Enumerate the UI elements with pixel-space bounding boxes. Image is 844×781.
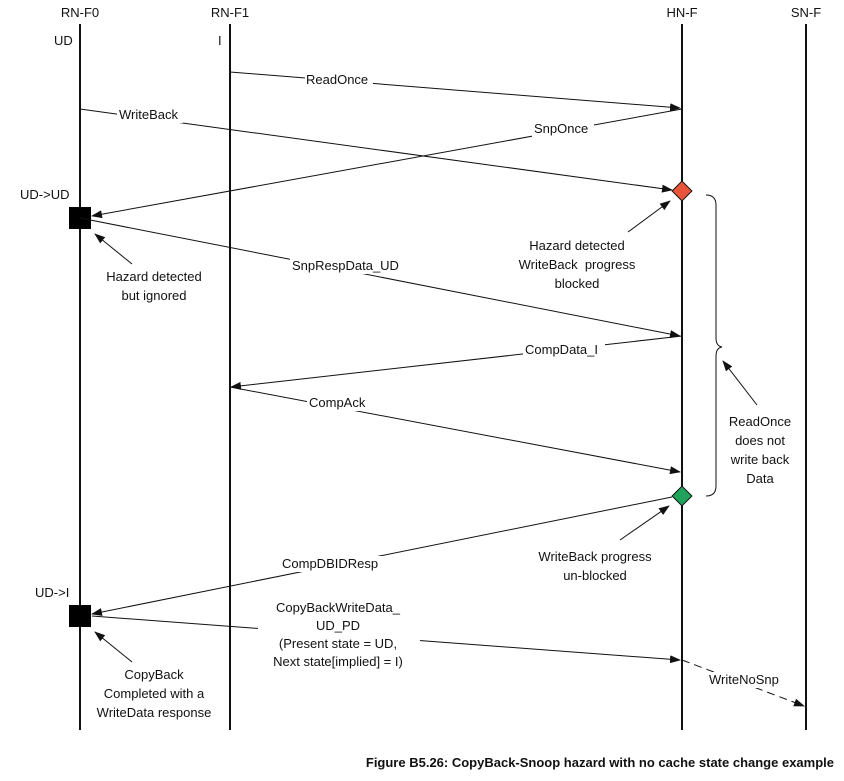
annotation-hazard-ignored-line1: Hazard detected: [106, 269, 201, 284]
message-copyback-label-line1: CopyBackWriteData_: [276, 600, 401, 615]
message-snponce-label: SnpOnce: [534, 121, 588, 136]
message-writeback-label: WriteBack: [119, 107, 178, 122]
hazard-blocked-diamond: [671, 180, 693, 202]
message-readonce-arrow: [229, 71, 681, 112]
annotation-unblocked-line2: un-blocked: [563, 568, 627, 583]
message-compack-arrow: [229, 386, 681, 475]
message-writenosnp-label: WriteNoSnp: [709, 672, 779, 687]
unblocked-pointer: [619, 505, 670, 541]
annotation-readonce-line4: Data: [746, 471, 774, 486]
annotation-copyback-line3: WriteData response: [97, 705, 212, 720]
initial-state-rnf0: UD: [54, 33, 73, 48]
hazard-unblocked-diamond: [671, 485, 693, 507]
hazard-ignored-pointer: [94, 233, 133, 265]
message-compdata-arrow: [230, 335, 683, 390]
message-snprespdata-arrow: [79, 217, 681, 338]
lifeline-label-rnf1: RN-F1: [211, 5, 249, 20]
initial-state-rnf1: I: [218, 33, 222, 48]
message-copyback-label-line2: UD_PD: [316, 618, 360, 633]
state-change-ud-ud: UD->UD: [20, 187, 69, 202]
figure-caption: Figure B5.26: CopyBack-Snoop hazard with…: [366, 755, 834, 770]
annotation-readonce-line3: write back: [730, 452, 790, 467]
copyback-pointer: [94, 631, 133, 663]
annotation-readonce-line1: ReadOnce: [729, 414, 791, 429]
annotation-unblocked-line1: WriteBack progress: [538, 549, 652, 564]
annotation-copyback-line2: Completed with a: [104, 686, 205, 701]
annotation-hazard-ignored-line2: but ignored: [121, 288, 186, 303]
message-compdbidresp-label: CompDBIDResp: [282, 556, 378, 571]
message-compdbidresp-arrow: [91, 496, 673, 616]
message-copyback-label-line3: (Present state = UD,: [279, 636, 397, 651]
readonce-brace: [705, 194, 723, 497]
state-change-box-2: [69, 605, 91, 627]
annotation-hazard-blocked-line2: WriteBack progress: [519, 257, 636, 272]
annotation-readonce-line2: does not: [735, 433, 785, 448]
annotation-hazard-blocked-line3: blocked: [555, 276, 600, 291]
message-compdata-label: CompData_I: [525, 342, 598, 357]
state-change-ud-i: UD->I: [35, 585, 69, 600]
readonce-note-pointer: [722, 360, 758, 406]
hazard-blocked-pointer: [627, 200, 671, 233]
message-readonce-label: ReadOnce: [306, 72, 368, 87]
message-copyback-label-line4: Next state[implied] = I): [273, 654, 403, 669]
lifeline-label-snf: SN-F: [791, 5, 821, 20]
lifeline-label-rnf0: RN-F0: [61, 5, 99, 20]
annotation-copyback-line1: CopyBack: [124, 667, 184, 682]
lifeline-label-hnf: HN-F: [666, 5, 697, 20]
annotation-hazard-blocked-line1: Hazard detected: [529, 238, 624, 253]
message-snprespdata-label: SnpRespData_UD: [292, 258, 399, 273]
message-compack-label: CompAck: [309, 395, 366, 410]
